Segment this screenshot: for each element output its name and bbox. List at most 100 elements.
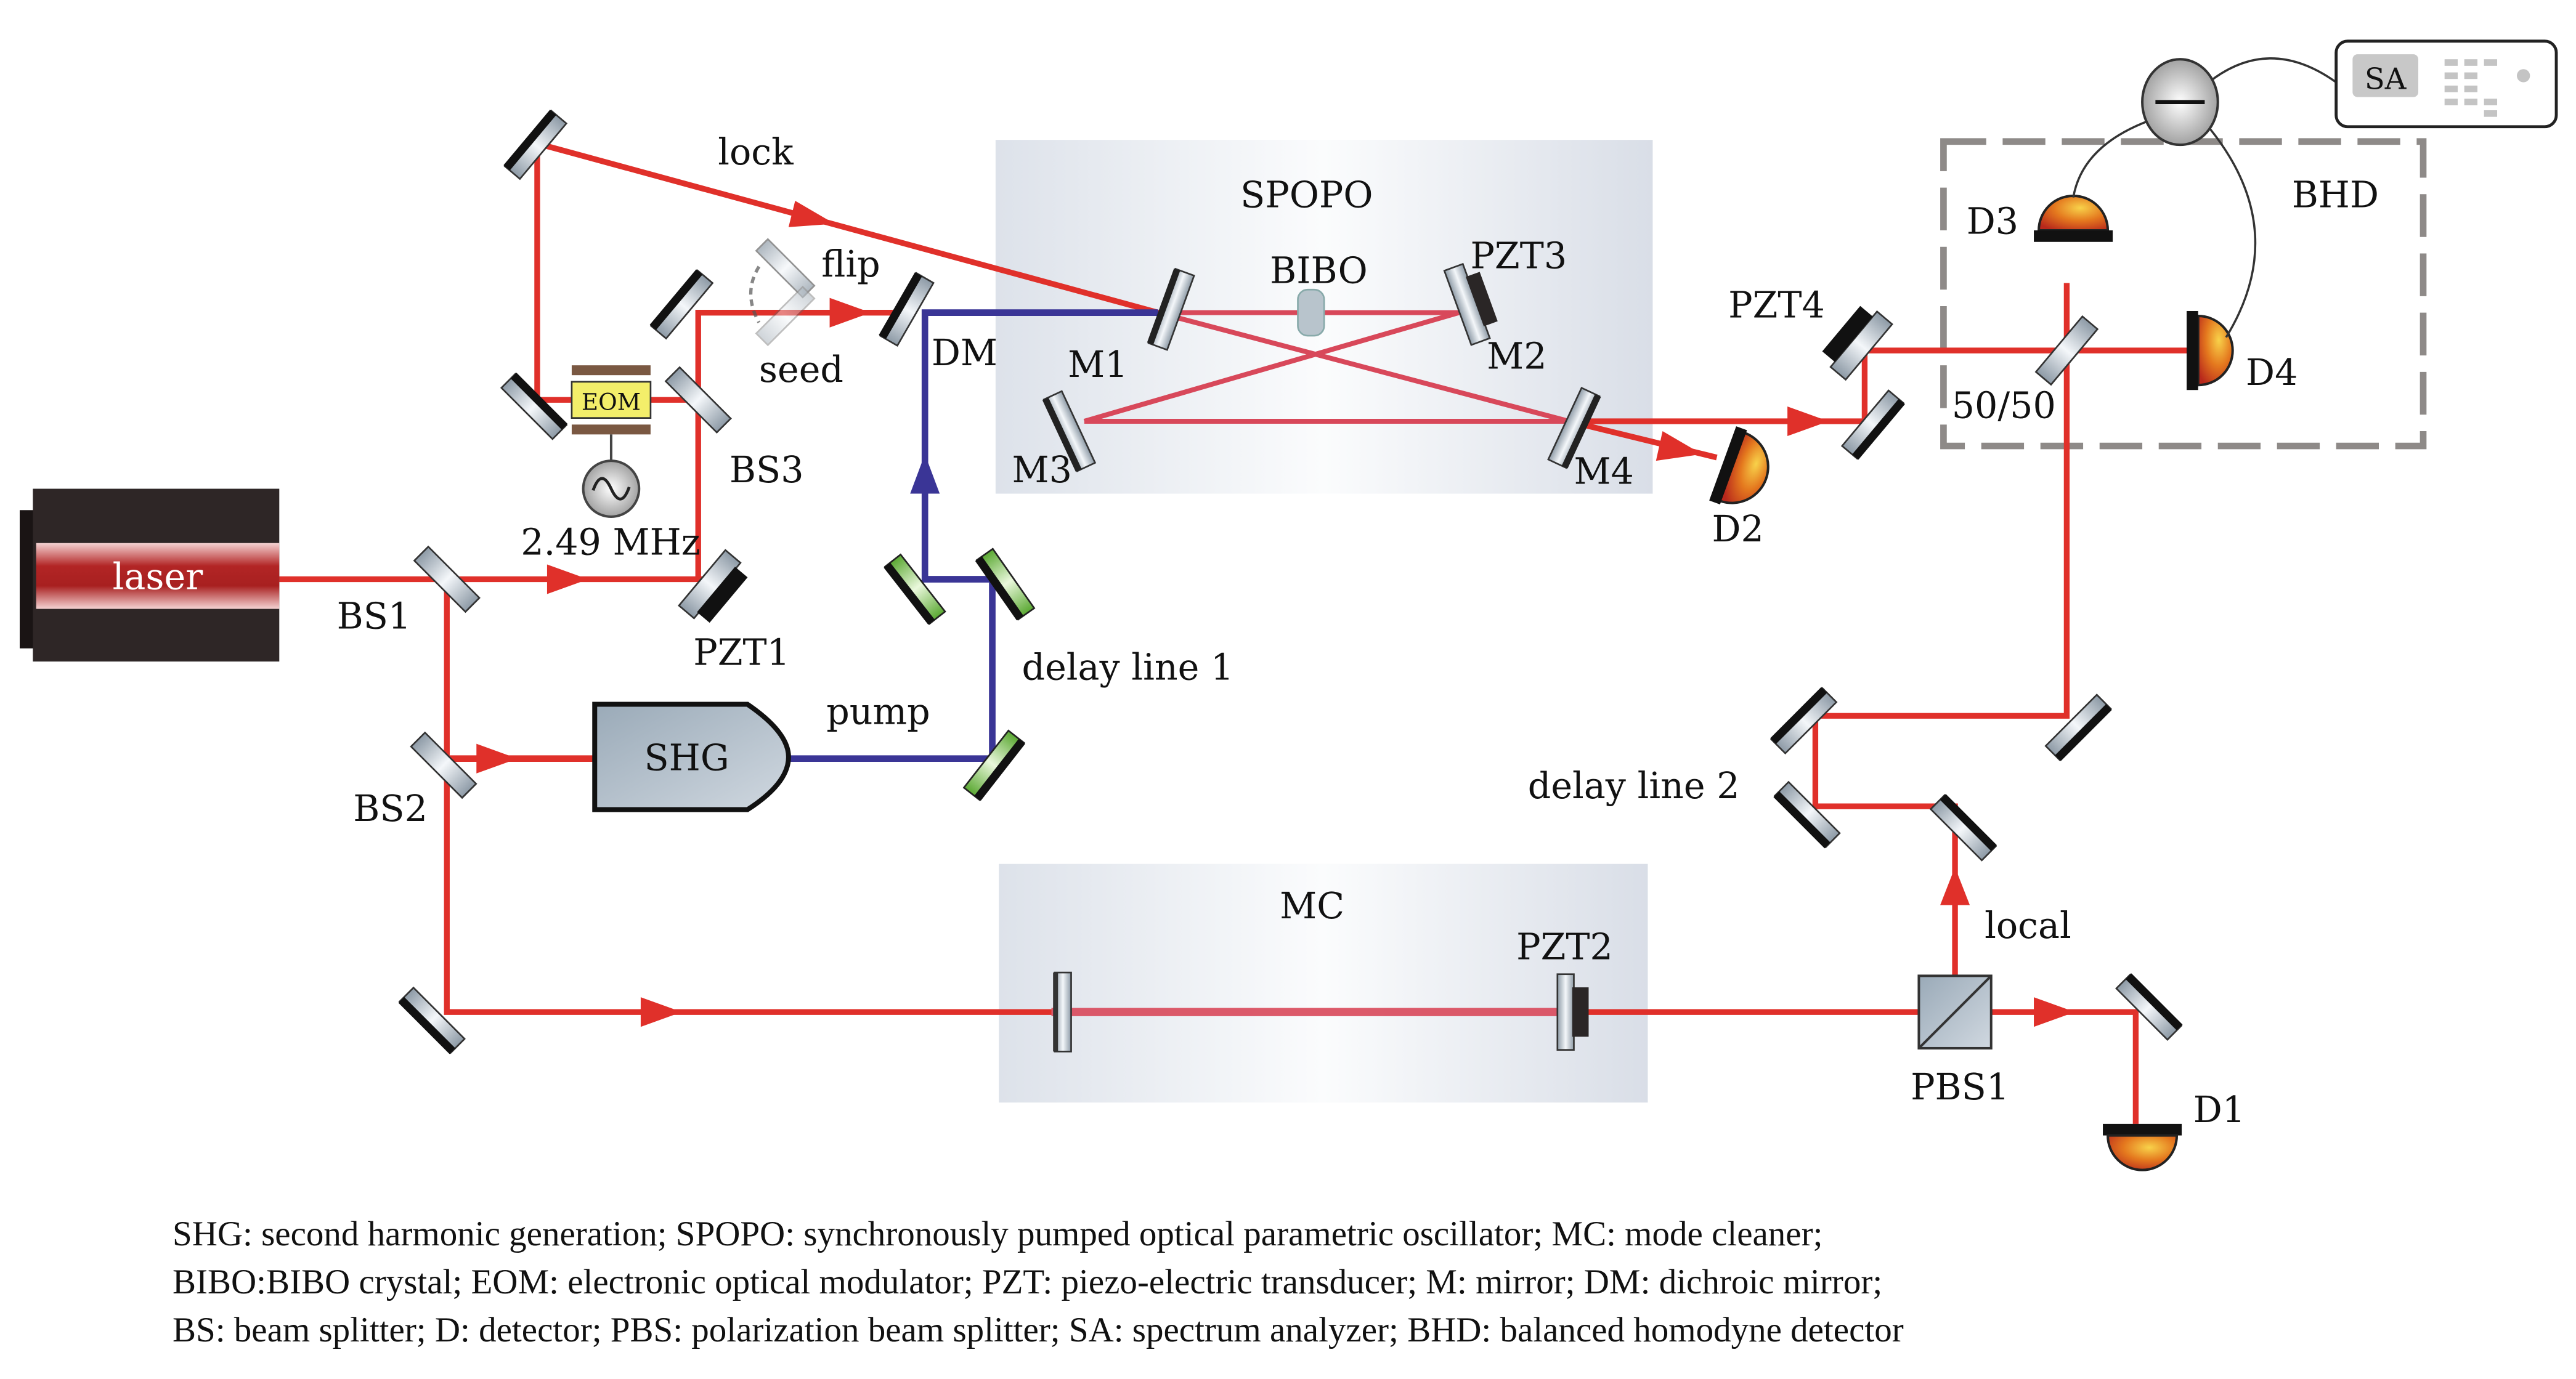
label-5050: 50/50 bbox=[1952, 384, 2056, 427]
label-delay-line-1: delay line 1 bbox=[1022, 645, 1234, 688]
label-seed: seed bbox=[759, 348, 843, 390]
bibo-crystal bbox=[1297, 288, 1325, 337]
label-d4: D4 bbox=[2246, 351, 2298, 394]
beam-cavity-m1-m4 bbox=[1157, 310, 1570, 424]
flip-mirror bbox=[749, 238, 816, 347]
beam-squeezed-out bbox=[1569, 347, 2202, 424]
arrow-mc-in bbox=[640, 997, 682, 1027]
beam-splitter-bs2 bbox=[410, 731, 477, 799]
detector-d1 bbox=[2103, 1123, 2182, 1171]
polarization-beam-splitter-pbs1 bbox=[1917, 974, 1993, 1049]
arrow-laser bbox=[546, 564, 588, 594]
delay-line-1-mirror-b bbox=[975, 548, 1036, 621]
mirror-seed bbox=[649, 269, 714, 340]
beam-splitter-5050 bbox=[2034, 315, 2099, 386]
mirror-d1-steer bbox=[2115, 973, 2183, 1041]
detector-d3 bbox=[2034, 195, 2113, 242]
shg-label: SHG bbox=[644, 736, 729, 778]
caption-line-2: BIBO:BIBO crystal; EOM: electronic optic… bbox=[173, 1263, 1883, 1301]
shg-unit: SHG bbox=[592, 702, 791, 812]
mc-input-mirror bbox=[1053, 971, 1072, 1053]
label-mc: MC bbox=[1280, 884, 1344, 927]
cable-d4 bbox=[2209, 127, 2257, 338]
beam-mc-out bbox=[1585, 1009, 2139, 1124]
mirror-m4 bbox=[1547, 387, 1601, 469]
label-m3: M3 bbox=[1012, 448, 1072, 491]
mc-enclosure bbox=[999, 863, 1648, 1103]
delay-line-2-mirror-b bbox=[2044, 694, 2112, 761]
delay-line-2-mirror-c bbox=[1773, 780, 1841, 849]
mirror-pzt4 bbox=[1822, 305, 1893, 381]
arrow-d2 bbox=[1656, 431, 1702, 461]
caption-line-3: BS: beam splitter; D: detector; PBS: pol… bbox=[173, 1311, 1904, 1349]
arrow-pbs-d1 bbox=[2034, 997, 2075, 1027]
sine-wave-icon bbox=[591, 477, 631, 501]
mirror-output-steer bbox=[1840, 389, 1905, 460]
label-m4: M4 bbox=[1574, 450, 1633, 492]
beam-pump bbox=[788, 309, 1158, 762]
sa-screen bbox=[2352, 54, 2419, 97]
caption-line-1: SHG: second harmonic generation; SPOPO: … bbox=[173, 1215, 1823, 1253]
label-pbs1: PBS1 bbox=[1911, 1066, 2009, 1108]
label-frequency: 2.49 MHz bbox=[521, 520, 700, 563]
label-d1: D1 bbox=[2193, 1088, 2245, 1131]
label-local: local bbox=[1985, 904, 2071, 947]
arrow-shg-in bbox=[476, 743, 518, 774]
sa-keypad-icon bbox=[2444, 59, 2530, 117]
figure-caption: SHG: second harmonic generation; SPOPO: … bbox=[173, 1210, 2514, 1354]
delay-line-1-mirror-c bbox=[962, 729, 1026, 801]
beam-arrows bbox=[476, 200, 2075, 1027]
label-m2: M2 bbox=[1487, 334, 1546, 377]
label-flip: flip bbox=[821, 243, 880, 285]
arrow-out bbox=[1787, 406, 1829, 437]
arrow-local bbox=[1940, 867, 1970, 905]
detector-d4 bbox=[2187, 310, 2234, 390]
label-bs2: BS2 bbox=[353, 787, 428, 830]
laser-source: laser bbox=[19, 488, 280, 662]
sa-label: SA bbox=[2365, 62, 2407, 96]
cable-sa bbox=[2204, 57, 2337, 87]
beam-local-oscillator bbox=[1812, 283, 2070, 1013]
mirror-m2-pzt3 bbox=[1443, 262, 1498, 346]
dichroic-mirror bbox=[879, 272, 935, 347]
bhd-electronics: SA bbox=[2072, 39, 2558, 338]
label-d3: D3 bbox=[1967, 200, 2018, 242]
delay-line-2-mirror-d bbox=[1929, 794, 1997, 862]
eom-label: EOM bbox=[582, 388, 641, 415]
detector-d2 bbox=[1709, 426, 1769, 504]
beam-cavity-m2-m3 bbox=[1083, 310, 1460, 424]
mirror-eom-left bbox=[500, 373, 568, 440]
beam-bs1-down bbox=[444, 579, 1052, 1015]
label-pzt2: PZT2 bbox=[1516, 926, 1613, 968]
label-lock: lock bbox=[718, 131, 794, 173]
beam-lock bbox=[541, 142, 1160, 316]
delay-line-2-mirror-a bbox=[1770, 687, 1838, 755]
mirror-m3 bbox=[1042, 390, 1097, 472]
beam-splitter-bs3 bbox=[664, 366, 732, 434]
label-bibo: BIBO bbox=[1270, 249, 1368, 292]
labels: lock flip seed DM BS3 2.49 MHz BS1 PZT1 … bbox=[337, 131, 2379, 1131]
mirror-lock-top bbox=[503, 109, 568, 180]
label-dm: DM bbox=[932, 331, 997, 374]
label-bhd: BHD bbox=[2292, 174, 2379, 216]
label-bs3: BS3 bbox=[729, 448, 804, 491]
mirror-pzt1 bbox=[678, 549, 748, 623]
flip-rotation-arrow-icon bbox=[749, 265, 761, 323]
label-pzt3: PZT3 bbox=[1470, 234, 1567, 277]
mirrors bbox=[398, 109, 2183, 1054]
label-delay-line-2: delay line 2 bbox=[1528, 764, 1740, 807]
mirror-bottom-left bbox=[398, 986, 466, 1054]
label-pump: pump bbox=[826, 690, 930, 733]
laser-label: laser bbox=[113, 555, 204, 597]
beam-splitter-bs1 bbox=[413, 545, 481, 613]
label-spopo: SPOPO bbox=[1240, 174, 1373, 216]
eom: EOM bbox=[571, 365, 652, 518]
label-pzt4: PZT4 bbox=[1728, 284, 1825, 326]
arrow-lock bbox=[788, 200, 835, 227]
mirror-m1 bbox=[1147, 267, 1195, 351]
mc-output-mirror-pzt2 bbox=[1556, 973, 1589, 1051]
arrow-seed bbox=[829, 297, 871, 328]
label-d2: D2 bbox=[1712, 508, 1763, 550]
label-m1: M1 bbox=[1068, 343, 1128, 386]
